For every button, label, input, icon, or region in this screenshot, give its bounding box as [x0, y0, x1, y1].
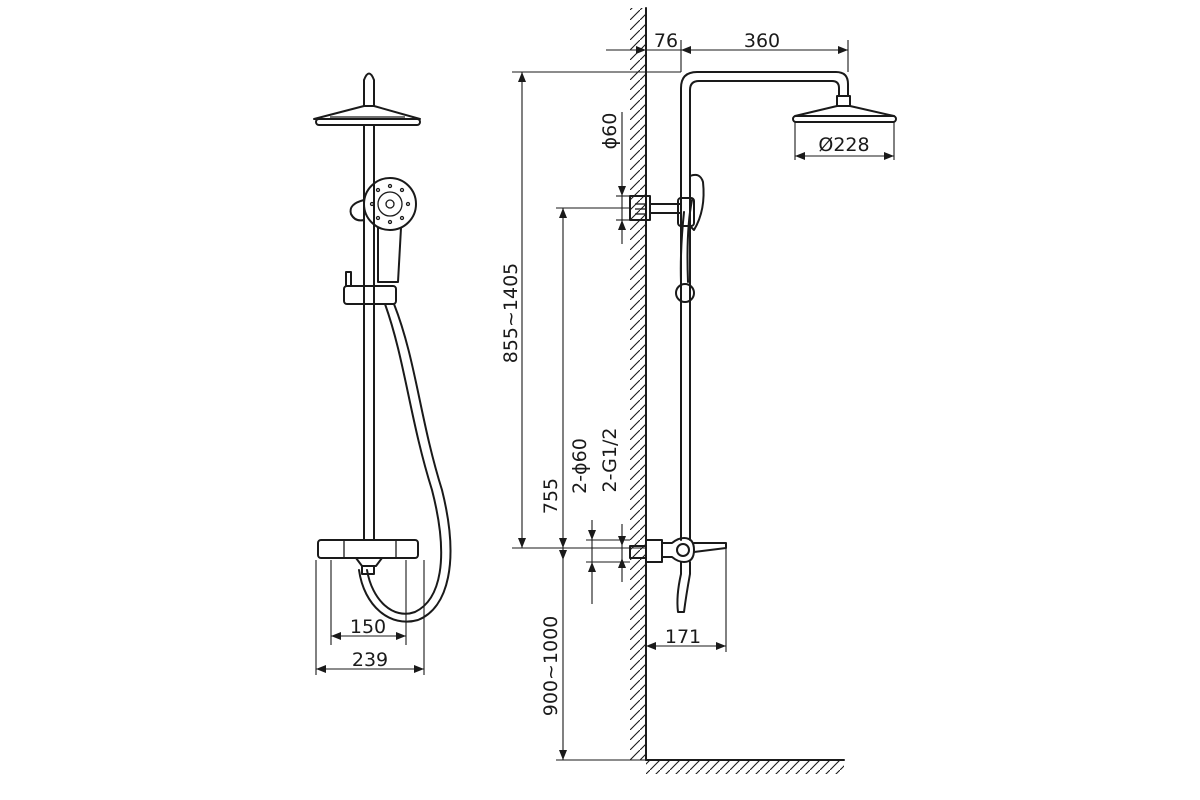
- shower-hose-outer: [358, 303, 452, 623]
- side-dimensions: [512, 40, 895, 761]
- dim-label-holder-diameter: ϕ60: [599, 113, 621, 150]
- riser-arm-inner: [689, 80, 840, 541]
- top-wall-bracket: [629, 195, 695, 227]
- shower-hose: [366, 303, 443, 615]
- dim-label-755: 755: [540, 478, 562, 514]
- wall-hatching: [630, 8, 646, 760]
- dim-label-239: 239: [352, 649, 388, 671]
- thermostatic-mixer-front: [317, 539, 419, 575]
- front-view: 150 239: [313, 72, 452, 675]
- riser-arm-outer: [680, 71, 849, 541]
- hand-shower-head: [363, 177, 417, 283]
- side-view: 76 360 Ø228 ϕ60 855~1405 755 2-ϕ60 2-G1/…: [500, 7, 897, 774]
- dim-label-360: 360: [744, 30, 780, 52]
- dim-label-171: 171: [665, 626, 701, 648]
- dim-label-height-range: 855~1405: [500, 263, 522, 364]
- hand-shower-side: [675, 173, 705, 303]
- wall-bracket: [349, 199, 365, 222]
- dim-label-head-diameter: Ø228: [818, 134, 869, 156]
- floor-hatching: [646, 760, 844, 774]
- dim-label-floor-height: 900~1000: [540, 616, 562, 717]
- riser-top-cap: [363, 72, 375, 107]
- thermostatic-mixer-side: [629, 537, 727, 613]
- dim-label-76: 76: [654, 30, 678, 52]
- dim-label-150: 150: [350, 616, 386, 638]
- slide-holder: [343, 271, 397, 305]
- rain-shower-head: [313, 105, 421, 126]
- dim-label-inlet-diameter: 2-ϕ60: [569, 438, 591, 494]
- dim-label-inlet-thread: 2-G1/2: [599, 428, 621, 493]
- front-dimensions: [315, 560, 425, 675]
- rain-head-side: [792, 95, 897, 123]
